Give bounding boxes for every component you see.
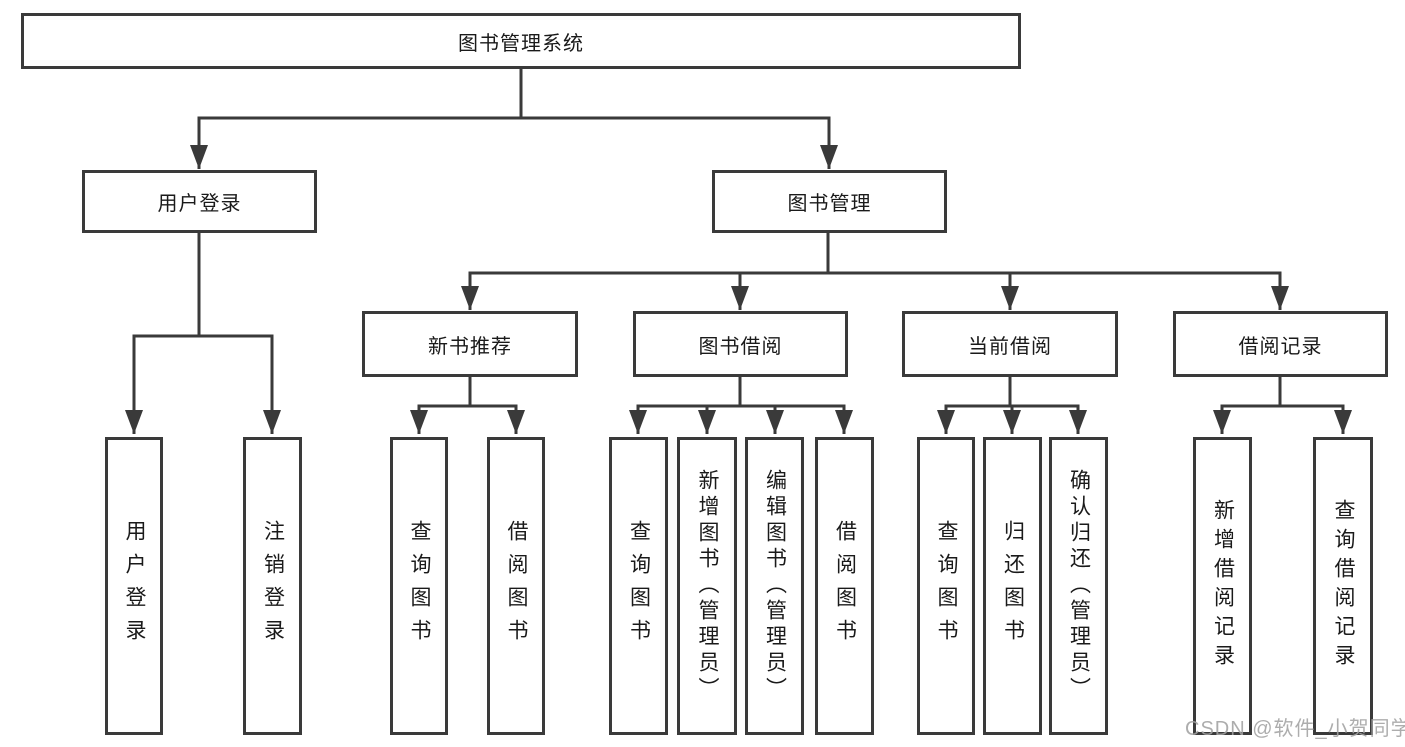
node-leaf-query-books-current: 查询图书 (917, 437, 975, 735)
node-leaf-borrow-books-recommend: 借阅图书 (487, 437, 545, 735)
node-new-book-recommendation: 新书推荐 (362, 311, 578, 377)
node-user-login-branch: 用户登录 (82, 170, 317, 233)
node-current-borrowing: 当前借阅 (902, 311, 1118, 377)
node-leaf-logout: 注销登录 (243, 437, 302, 735)
node-leaf-query-books-borrowing: 查询图书 (609, 437, 668, 735)
node-leaf-add-borrow-record: 新增借阅记录 (1193, 437, 1252, 735)
csdn-watermark: CSDN @软件_小贺同学 (1185, 718, 1405, 740)
node-borrowing-records: 借阅记录 (1173, 311, 1388, 377)
node-leaf-return-books: 归还图书 (983, 437, 1042, 735)
node-book-borrowing: 图书借阅 (633, 311, 848, 377)
node-leaf-query-borrow-record: 查询借阅记录 (1313, 437, 1373, 735)
node-leaf-borrow-books-borrowing: 借阅图书 (815, 437, 874, 735)
node-root-system: 图书管理系统 (21, 13, 1021, 69)
node-leaf-add-book-admin: 新增图书（管理员） (677, 437, 737, 735)
node-leaf-confirm-return-admin: 确认归还（管理员） (1049, 437, 1108, 735)
node-leaf-query-books-recommend: 查询图书 (390, 437, 448, 735)
node-leaf-edit-book-admin: 编辑图书（管理员） (745, 437, 804, 735)
node-book-management-branch: 图书管理 (712, 170, 947, 233)
node-leaf-user-login: 用户登录 (105, 437, 163, 735)
